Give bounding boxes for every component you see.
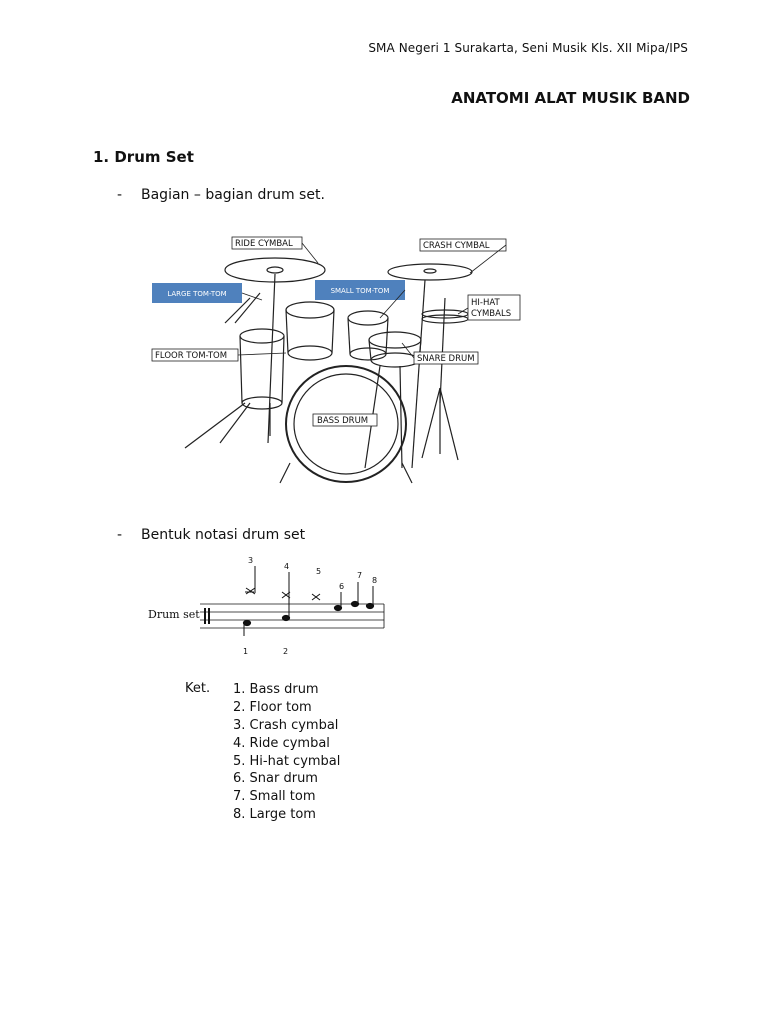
document-title: ANATOMI ALAT MUSIK BAND xyxy=(451,89,690,107)
label-floor-tom: FLOOR TOM-TOM xyxy=(155,351,227,361)
list-item: 6. Snar drum xyxy=(233,771,318,787)
staff-label: Drum set xyxy=(148,608,200,621)
list-item: 4. Ride cymbal xyxy=(233,735,330,751)
note-number: 4 xyxy=(284,562,289,571)
list-item: 8. Large tom xyxy=(233,807,316,823)
percussion-clef xyxy=(204,608,210,624)
floor-tom-shape xyxy=(184,328,285,449)
bullet-dash: - xyxy=(117,187,123,203)
note-number: 3 xyxy=(248,556,253,565)
list-item: 3. Crash cymbal xyxy=(233,717,339,733)
note-5-hihat xyxy=(311,593,321,601)
ket-label: Ket. xyxy=(185,681,211,696)
bullet-text: Bentuk notasi drum set xyxy=(141,527,306,543)
note-number: 8 xyxy=(372,576,377,585)
note-1 xyxy=(242,619,252,627)
bass-drum-shape xyxy=(279,365,413,484)
list-item: 5. Hi-hat cymbal xyxy=(233,753,341,769)
section-heading: 1. Drum Set xyxy=(93,148,194,166)
list-item: 7. Small tom xyxy=(233,789,316,805)
large-tom-highlight xyxy=(152,283,242,303)
note-4-ride xyxy=(281,572,291,599)
note-number: 5 xyxy=(316,567,321,576)
small-tom-shape xyxy=(347,310,389,361)
label-hihat-line2: CYMBALS xyxy=(471,309,511,319)
list-item: 2. Floor tom xyxy=(233,699,312,715)
note-number: 6 xyxy=(339,582,344,591)
drum-notation: Drum set xyxy=(148,556,385,656)
note-6 xyxy=(333,604,343,612)
note-7 xyxy=(350,600,360,608)
label-bass-drum: BASS DRUM xyxy=(317,416,368,426)
label-crash-cymbal: CRASH CYMBAL xyxy=(423,241,490,251)
small-tom-highlight xyxy=(315,280,405,300)
note-2 xyxy=(281,614,291,622)
drum-set-diagram: RIDE CYMBAL CRASH CYMBAL HI-HAT CYMBALS … xyxy=(151,236,521,484)
label-hihat-line1: HI-HAT xyxy=(471,298,501,308)
bullet-dash: - xyxy=(117,527,123,543)
label-small-tom: SMALL TOM-TOM xyxy=(331,287,390,295)
note-number: 7 xyxy=(357,571,362,580)
list-item: 1. Bass drum xyxy=(233,682,319,697)
note-number: 1 xyxy=(243,647,248,656)
page-header: SMA Negeri 1 Surakarta, Seni Musik Kls. … xyxy=(368,41,688,55)
staff-lines xyxy=(200,603,385,629)
large-tom-shape xyxy=(285,301,335,361)
snare-drum-shape xyxy=(364,331,422,469)
crash-cymbal-shape xyxy=(387,263,473,281)
label-snare-drum: SNARE DRUM xyxy=(417,354,475,364)
note-8 xyxy=(365,602,375,610)
bullet-text: Bagian – bagian drum set. xyxy=(141,187,325,203)
label-ride-cymbal: RIDE CYMBAL xyxy=(235,239,293,249)
label-large-tom: LARGE TOM-TOM xyxy=(167,290,226,298)
ket-list: 1. Bass drum 2. Floor tom 3. Crash cymba… xyxy=(233,681,340,824)
note-number: 2 xyxy=(283,647,288,656)
hihat-cymbals-shape xyxy=(421,309,469,319)
note-3-crash xyxy=(245,566,256,595)
